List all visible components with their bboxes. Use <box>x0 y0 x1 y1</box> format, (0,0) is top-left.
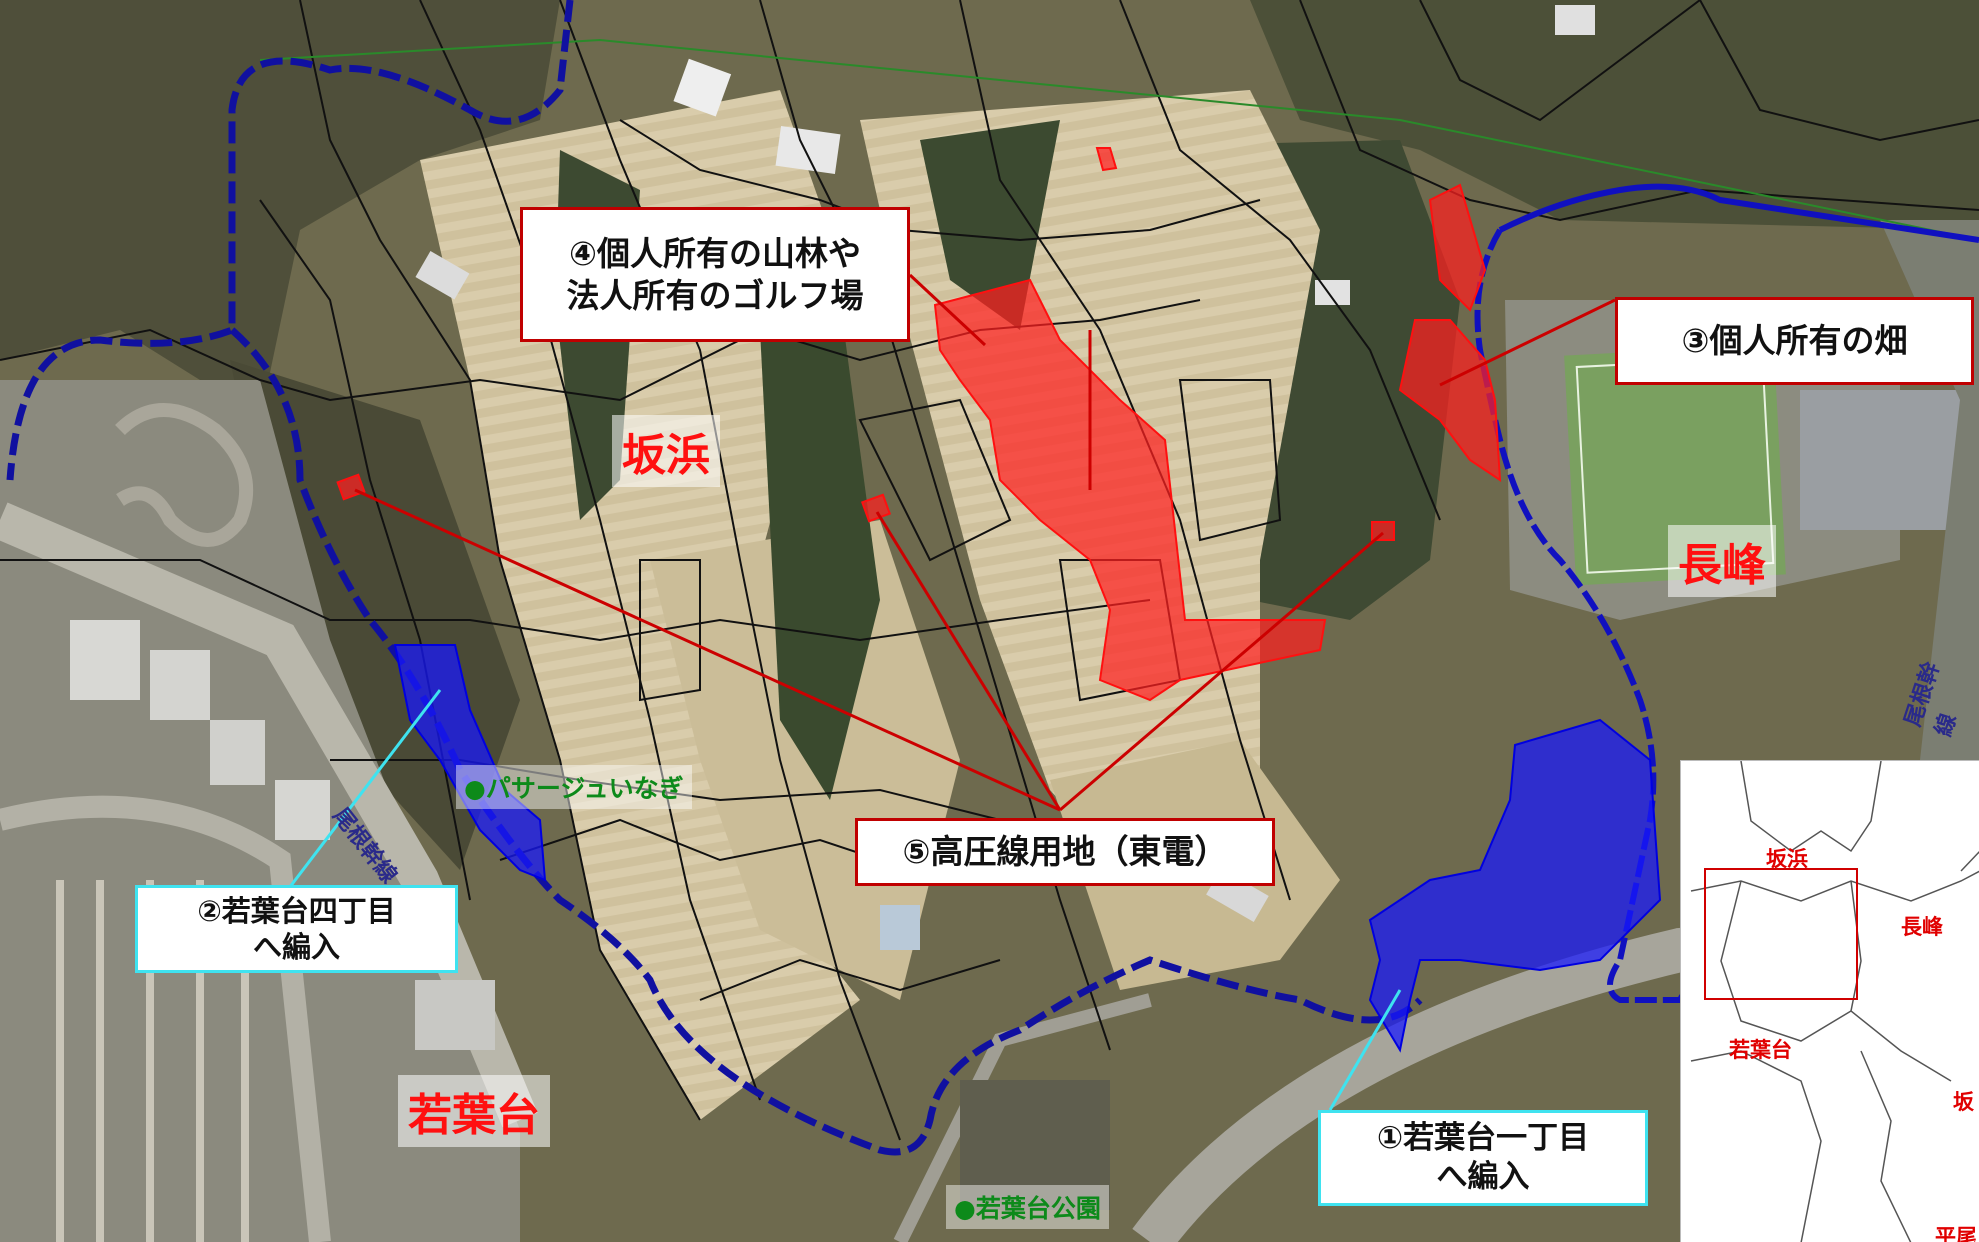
building-5 <box>415 251 470 300</box>
callout-4-forest-golf: ④個人所有の山林や 法人所有のゴルフ場 <box>520 207 910 342</box>
green-line <box>259 38 1979 241</box>
inset-label-wakabadai: 若葉台 <box>1729 1038 1792 1062</box>
inset-label-edge-hira: 平尾 <box>1935 1225 1977 1242</box>
callout-1-wakabadai-1: ①若葉台一丁目 へ編入 <box>1318 1110 1648 1206</box>
district-boundary-northeast <box>1498 183 1979 243</box>
inset-map: 坂浜 長峰 若葉台 坂 平尾 <box>1680 760 1979 1242</box>
apartment-5 <box>415 980 495 1050</box>
district-boundary-south <box>229 327 1423 1156</box>
area-2-wakabadai-4 <box>393 644 547 882</box>
red-areas <box>336 147 1502 702</box>
place-name-nagamine: 長峰 <box>1668 525 1776 597</box>
callout-4-line-2: 法人所有のゴルフ場 <box>566 275 864 315</box>
facility-wakabadai-park: ●若葉台公園 <box>946 1185 1109 1229</box>
building-7 <box>880 905 920 950</box>
district-boundary-north <box>6 0 574 481</box>
callout-5-power-line: ⑤高圧線用地（東電） <box>855 818 1275 886</box>
callout-4-line-1: ④個人所有の山林や <box>569 234 861 274</box>
building-2 <box>673 58 732 117</box>
apartment-3 <box>210 720 265 785</box>
parking-lot <box>1800 390 1970 530</box>
inset-map-lines <box>1690 761 1979 1242</box>
area-4-forest-golf <box>933 278 1327 702</box>
wakabadai-park-field <box>960 1080 1110 1210</box>
tree-band-1 <box>760 300 880 800</box>
place-name-wakabadai: 若葉台 <box>398 1075 550 1147</box>
area-5-tower-east <box>1371 521 1395 541</box>
area-5-tower-top <box>1095 147 1118 172</box>
callout-5-line-1: ⑤高圧線用地（東電） <box>902 832 1228 872</box>
callout-1-line-2: へ編入 <box>1436 1159 1530 1195</box>
apartment-4 <box>275 780 330 840</box>
apartment-2 <box>150 650 210 720</box>
ring-road-west <box>0 795 331 1242</box>
inset-label-edge-saka: 坂 <box>1953 1090 1974 1114</box>
building-4 <box>1315 280 1350 305</box>
apartment-1 <box>70 620 140 700</box>
area-3-field-north <box>1428 183 1487 312</box>
cul-de-sac-road <box>115 403 254 547</box>
inset-label-sakahama: 坂浜 <box>1766 847 1808 871</box>
residential-streets <box>56 880 249 1242</box>
building-3 <box>1555 5 1595 35</box>
callout-2-line-1: ②若葉台四丁目 <box>197 893 396 928</box>
forest-northwest <box>0 0 560 420</box>
callout-3-line-1: ③個人所有の畑 <box>1681 321 1908 361</box>
area-3-field-south <box>1398 319 1502 482</box>
area-1-wakabadai-1 <box>1368 718 1662 1053</box>
blue-areas <box>393 644 1662 1053</box>
area-5-tower-west <box>336 473 366 501</box>
facility-passage-inagi: ●パサージュいなぎ <box>456 765 692 809</box>
building-1 <box>775 126 841 174</box>
main-road-southeast <box>1132 908 1979 1242</box>
callout-1-line-1: ①若葉台一丁目 <box>1376 1120 1590 1157</box>
red-leader-lines <box>354 273 1616 812</box>
park-road <box>893 993 1152 1242</box>
forest-northeast <box>1250 0 1979 230</box>
inset-label-nagamine: 長峰 <box>1901 915 1943 939</box>
callout-2-wakabadai-4: ②若葉台四丁目 へ編入 <box>135 885 458 973</box>
inset-focus-rect <box>1704 868 1858 1000</box>
callout-2-line-2: へ編入 <box>252 930 340 964</box>
callout-3-private-field: ③個人所有の畑 <box>1615 297 1974 385</box>
tree-band-2 <box>920 120 1060 330</box>
place-name-sakahama: 坂浜 <box>612 415 720 487</box>
cyan-leader-lines <box>278 689 1402 1111</box>
